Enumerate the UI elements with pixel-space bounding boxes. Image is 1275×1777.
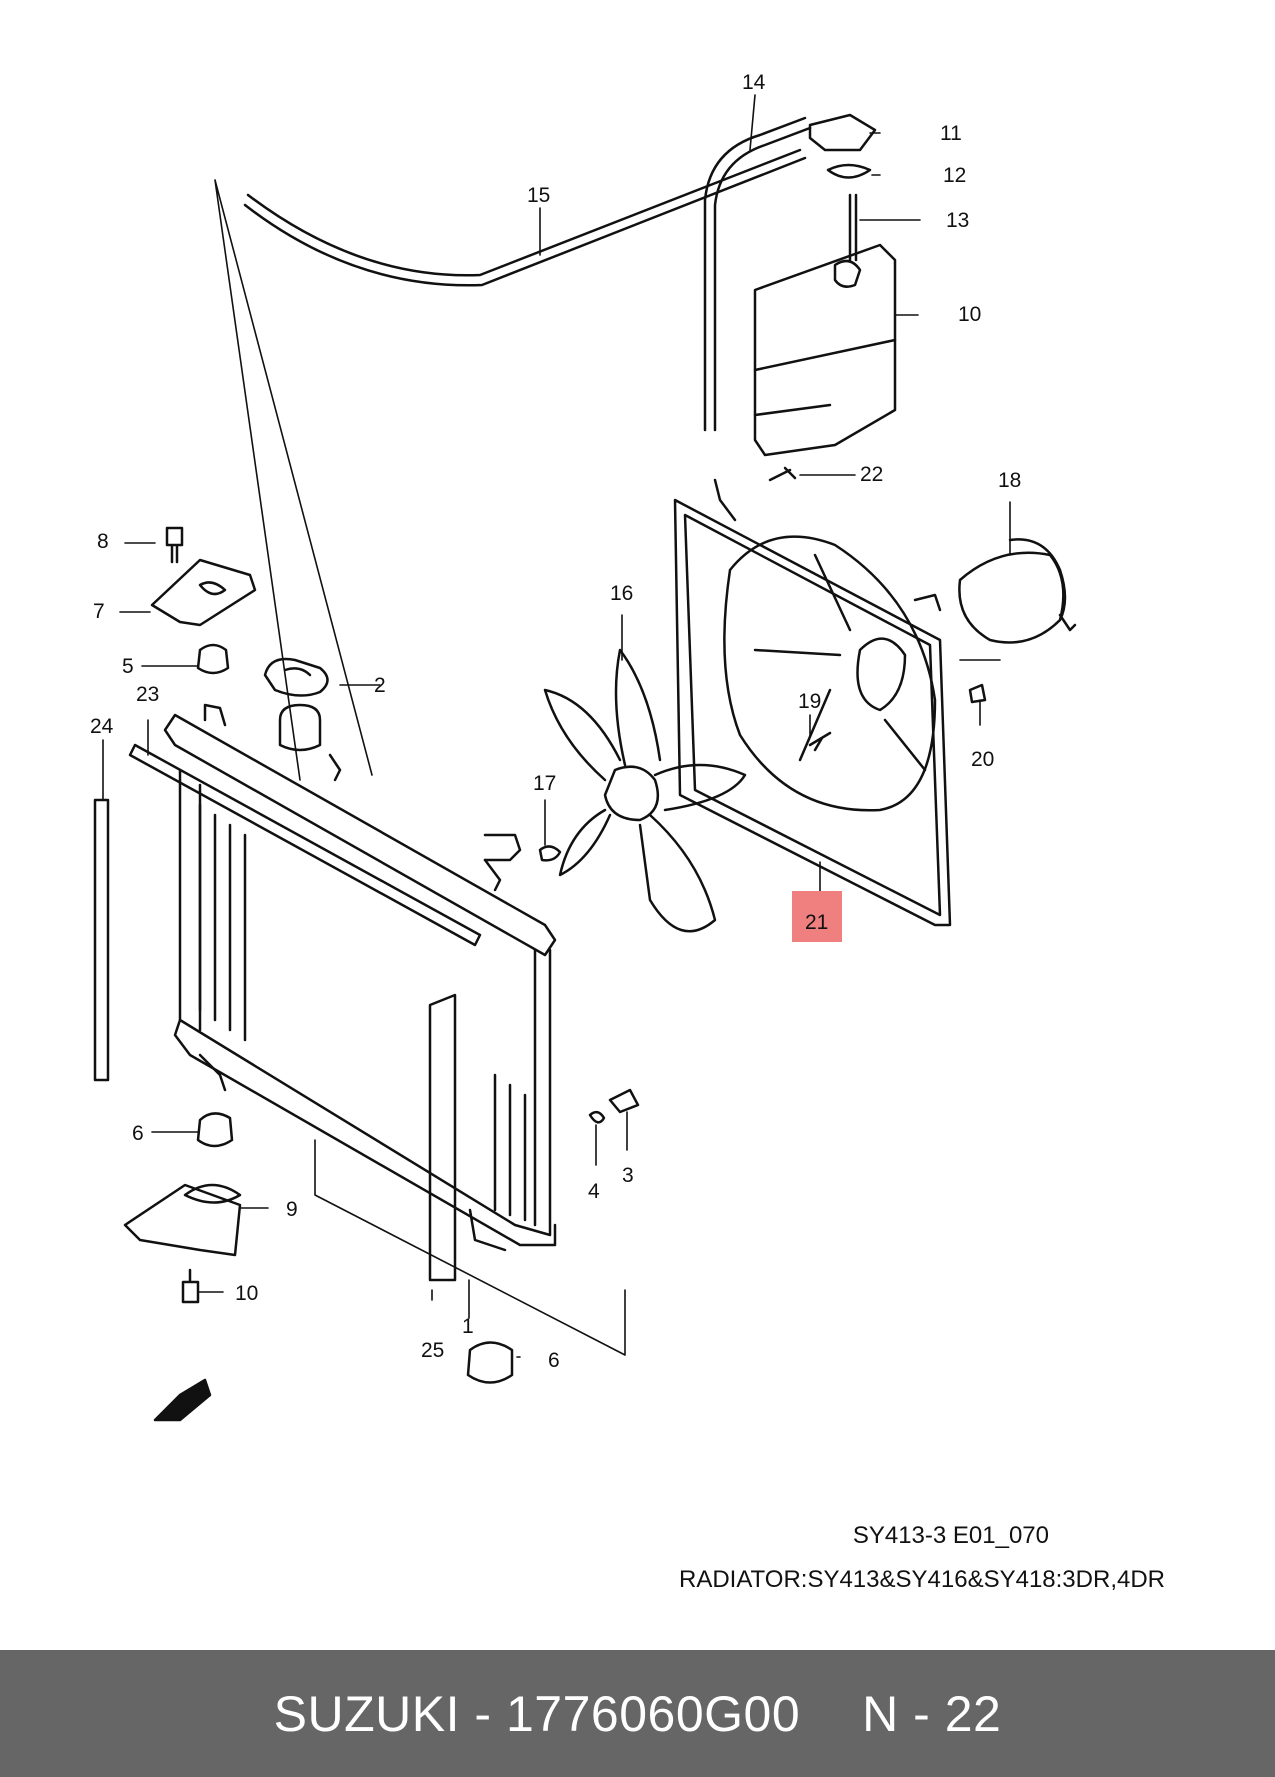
diagram-title: RADIATOR:SY413&SY416&SY418:3DR,4DR <box>678 1566 1165 1593</box>
label-24: 23 <box>136 683 159 706</box>
bolt-part-10 <box>181 1268 200 1304</box>
clip-part <box>608 1088 640 1114</box>
fan-motor-part <box>958 538 1077 644</box>
side-seal-part <box>93 798 110 1082</box>
label-7: 7 <box>93 600 105 623</box>
label-20: 19 <box>798 690 821 713</box>
screw-part-20 <box>808 731 832 752</box>
label-5: 5 <box>122 655 134 678</box>
bolt-part <box>165 526 184 564</box>
label-17: 16 <box>610 582 633 605</box>
label-6-upper: 6 <box>132 1122 144 1145</box>
label-16: 15 <box>527 184 550 207</box>
label-3: 3 <box>622 1164 634 1187</box>
tank-cap-part <box>808 113 877 152</box>
label-10: 10 <box>235 1282 258 1305</box>
seal-strip-part <box>128 743 482 947</box>
fan-shroud-part <box>673 478 952 927</box>
diagram-code: SY413-3 E01_070 <box>852 1522 1049 1549</box>
label-6-lower: 6 <box>548 1349 560 1372</box>
lower-seal-part <box>428 993 457 1282</box>
label-19: 18 <box>998 469 1021 492</box>
page-reference: N - 22 <box>862 1685 1002 1742</box>
reservoir-tank-part <box>753 243 897 457</box>
leader-outline <box>214 179 373 781</box>
hose-part-15 <box>703 116 812 432</box>
label-8: 8 <box>97 530 109 553</box>
parts-diagram: 14 11 12 13 15 10 22 18 16 19 20 17 21 8… <box>90 71 1077 1422</box>
label-4: 4 <box>588 1180 600 1203</box>
lower-bracket-part <box>123 1183 242 1257</box>
label-12: 11 <box>940 122 962 145</box>
label-22: 21 <box>805 911 828 934</box>
label-11: 10 <box>958 303 981 326</box>
clip-part-21 <box>968 683 987 704</box>
footer-bar: SUZUKI - 1776060G00 N - 22 <box>0 1650 1275 1777</box>
label-15: 14 <box>742 71 766 94</box>
label-2: 2 <box>374 674 386 697</box>
part-number: 1776060G00 <box>505 1685 801 1742</box>
leader-lines <box>102 94 1011 1358</box>
footer-separator: - <box>474 1685 492 1742</box>
label-21: 20 <box>971 748 994 771</box>
bolt-part-23 <box>768 466 797 482</box>
hose-part-16 <box>243 148 807 287</box>
fwd-arrow-icon <box>153 1378 212 1422</box>
nut-part-18 <box>538 845 562 862</box>
label-9: 9 <box>286 1198 298 1221</box>
cooling-fan-part <box>543 648 747 933</box>
callout-labels: 14 11 12 13 15 10 22 18 16 19 20 17 21 8… <box>90 71 1021 1372</box>
nut-part <box>588 1110 606 1124</box>
label-14: 13 <box>946 209 969 232</box>
pipe-part <box>848 193 858 262</box>
radiator-part <box>163 703 557 1252</box>
leader-outline-lower <box>314 1139 626 1356</box>
mount-part <box>196 1112 234 1148</box>
label-1: 1 <box>462 1315 474 1338</box>
label-23: 22 <box>860 463 883 486</box>
label-25: 24 <box>90 715 114 738</box>
gasket-part <box>826 163 872 179</box>
label-13: 12 <box>943 164 966 187</box>
brand-name: SUZUKI <box>273 1685 461 1742</box>
highlight-box <box>792 891 842 942</box>
bracket-part <box>150 558 257 627</box>
mount-part-lower <box>466 1341 514 1384</box>
label-26: 25 <box>421 1339 444 1362</box>
radiator-cap-part <box>263 657 329 697</box>
label-18: 17 <box>533 772 556 795</box>
grommet-part <box>196 643 230 675</box>
